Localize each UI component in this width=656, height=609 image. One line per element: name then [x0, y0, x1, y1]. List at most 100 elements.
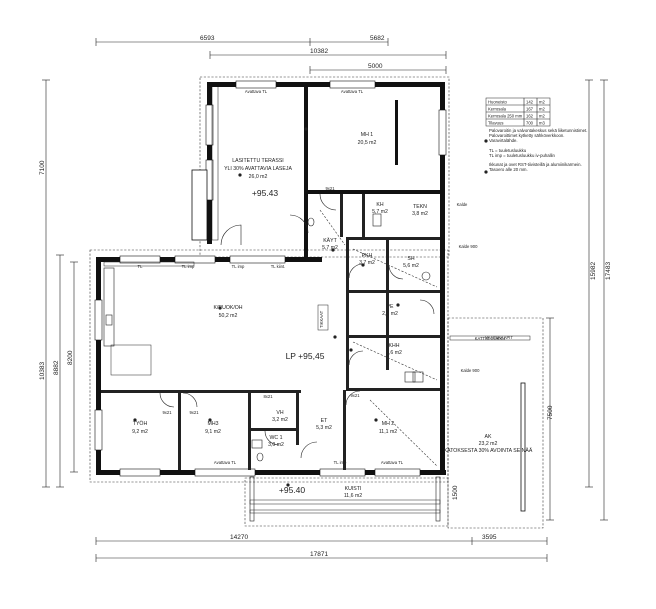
kh-area: 5,7 m2 [372, 209, 388, 215]
kh-name: KH [376, 202, 383, 208]
area-table: Huoneisto 142 m2 Kerrosala 167 m2 Kerros… [485, 97, 551, 127]
window-label-6: TL kiint. [271, 264, 286, 269]
area-row-0-value: 142 [526, 100, 534, 105]
kitchen-area: 50,2 m2 [219, 313, 238, 319]
ak-name: AK [485, 434, 492, 440]
kalde-label-1: Kalde [457, 202, 468, 207]
area-row-1-label: Kerrosala [488, 107, 507, 112]
area-row-1-value: 167 [526, 107, 534, 112]
kayt-area: 5,7 m2 [322, 245, 338, 251]
window-label-5: TL imp [232, 264, 245, 269]
wc-name: WC 1 [270, 435, 283, 441]
dim-bottom-total: 17871 [310, 551, 328, 558]
door-size-1: 9x21 [325, 186, 335, 191]
terrace-area: 26,0 m2 [249, 174, 268, 180]
dim-top-total: 10382 [310, 48, 328, 55]
window-label-2: Avattava TL [341, 89, 364, 94]
area-row-3-unit: m3 [539, 121, 545, 126]
room-labels: LASITETTU TERASSI YLI 30% AVATTAVIA LASE… [132, 132, 533, 499]
note-doors: Ikkunat ja ovet RST-tiivisteillä ja alum… [489, 162, 582, 173]
sh-area: 5,6 m2 [403, 263, 419, 269]
kattoluukku-label: KATTOLUUKKU [475, 336, 506, 341]
area-row-3-value: 700 [526, 121, 534, 126]
kuisti-area: 11,6 m2 [344, 493, 362, 499]
kuisti-level: +95.40 [279, 485, 306, 495]
window-label-4: TL imp [182, 264, 195, 269]
dim-left-inner: 8200 [67, 350, 74, 365]
notes-block: Palovaroitin ja valvontakeskus sekä liik… [489, 128, 588, 173]
et-name: ET [321, 418, 328, 424]
area-row-2-unit: m2 [539, 114, 545, 119]
dim-left-outer: 10383 [39, 362, 46, 380]
dim-right-total: 17483 [605, 262, 612, 280]
door-size-4: 8x21 [263, 394, 273, 399]
dim-bottom-right: 3595 [482, 534, 497, 541]
area-row-0-label: Huoneisto [488, 100, 508, 105]
sh-name: SH [407, 256, 414, 262]
tekn-name: TEKN [413, 204, 427, 210]
window-label-3: TL [138, 264, 144, 269]
vh-area: 3,2 m2 [272, 417, 288, 423]
note-tl: TL = tuuletusluukku [489, 147, 527, 153]
kayt-name: KÄYT [323, 237, 337, 244]
kitchen-name: K/RUOK/OH [213, 305, 242, 311]
pkh-name: PKH [362, 253, 373, 259]
fixtures: TIKKAAT VAATEKAAPIT [103, 100, 531, 522]
note-smoke: Palovaroitin ja valvontakeskus sekä liik… [489, 128, 588, 144]
terrace-level: +95.43 [252, 188, 279, 198]
dim-bottom-left: 14270 [230, 534, 248, 541]
et-area: 5,3 m2 [316, 425, 332, 431]
dim-top-inner: 5000 [368, 63, 383, 70]
dimension-lines: 6593 5682 10382 5000 14270 3595 17871 10… [39, 35, 612, 562]
kalde-label-3: Kalde 900 [461, 368, 481, 373]
smoke-detector-icons [133, 127, 488, 487]
dim-top-mid: 5682 [370, 35, 385, 42]
door-swings [159, 193, 435, 459]
pe-area: 2,6 m2 [382, 311, 398, 317]
mh2-area: 11,1 m2 [379, 429, 397, 435]
wc-area: 3,0 m2 [268, 442, 284, 448]
dim-right-outer: 15982 [590, 262, 597, 280]
terrace-note: YLI 30% AVATTAVIA LASEJA [224, 166, 292, 172]
roof-outline [89, 76, 544, 529]
exterior-walls [96, 82, 446, 475]
opening-labels: Avattava TL Avattava TL TL TL imp TL imp… [138, 89, 506, 465]
window-label-8: Avattava TL [381, 460, 404, 465]
tyoh-name: TYÖH [133, 420, 148, 427]
tyoh-area: 9,2 m2 [132, 429, 148, 435]
khh-area: 6,6 m2 [386, 350, 402, 356]
dim-left-mid: 8882 [53, 360, 60, 375]
area-row-2-label: Kerrosala 250 mm [488, 114, 523, 119]
vaatekaapit-label: VAATEKAAPIT [485, 335, 513, 340]
interior-walls [101, 194, 440, 470]
tekn-area: 3,8 m2 [412, 211, 428, 217]
vh-name: VH [276, 410, 283, 416]
ak-area: 23,2 m2 [479, 441, 498, 447]
window-marks [94, 80, 447, 477]
kuisti-name: KUISTI [345, 486, 362, 492]
lp-level: LP +95,45 [286, 351, 325, 361]
dim-right-inner: 7500 [547, 405, 554, 420]
note-tl2: TL imp = tuuletusluukku iv-puhallin [489, 152, 555, 158]
tikkaat-label: TIKKAAT [319, 310, 324, 328]
dim-top-left: 6593 [200, 35, 215, 42]
ak-note: KATOKSESTA 30% AVOINTA SEINÄÄ [444, 447, 533, 454]
khh-name: KHH [389, 343, 400, 349]
pkh-area: 3,7 m2 [359, 260, 375, 266]
area-row-2-value: 162 [526, 114, 534, 119]
kalde-label-2: Kalde 900 [459, 244, 479, 249]
door-size-5: 9x21 [350, 393, 360, 398]
mh3-name: MH3 [208, 421, 219, 427]
window-label-7: Avattava TL [214, 460, 237, 465]
area-row-1-unit: m2 [539, 107, 545, 112]
mh3-area: 9,1 m2 [205, 429, 221, 435]
mh1-area: 20,5 m2 [358, 140, 377, 146]
mh2-name: MH 2 [382, 421, 395, 427]
window-label-9: TL imp [334, 460, 347, 465]
area-row-0-unit: m2 [539, 100, 545, 105]
dim-right-small: 1500 [452, 485, 459, 500]
door-size-3: 9x21 [189, 410, 199, 415]
window-label-1: Avattava TL [245, 89, 268, 94]
area-row-3-label: Tilavuus [488, 121, 503, 126]
